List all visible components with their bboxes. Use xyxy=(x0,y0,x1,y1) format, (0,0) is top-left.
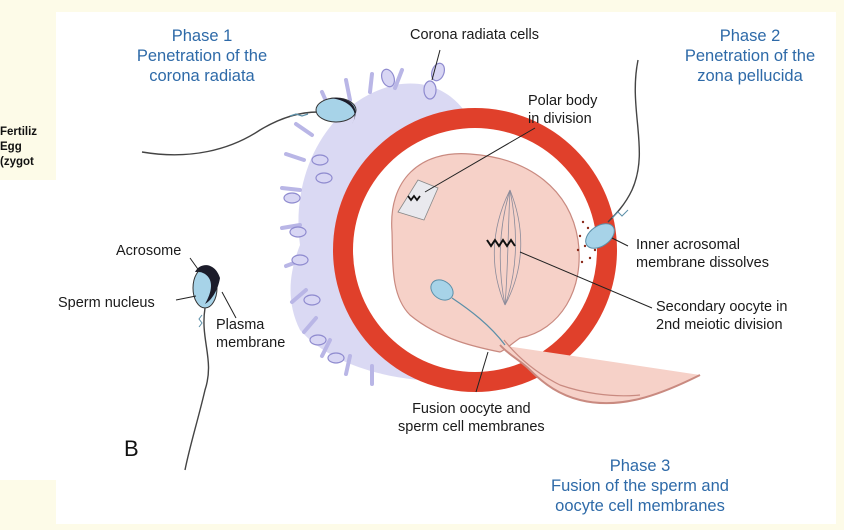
corona-cell xyxy=(303,294,321,306)
cropped-side-text: Fertiliz Egg (zygot xyxy=(0,126,38,168)
zona-dissolve-dots xyxy=(576,220,597,264)
panel-letter: B xyxy=(124,436,139,461)
label-secondary-oocyte: Secondary oocyte in 2nd meiotic division xyxy=(656,299,788,333)
phase3-title: Phase 3 Fusion of the sperm and oocyte c… xyxy=(551,457,729,515)
corona-cell xyxy=(289,226,307,238)
sperm-panel-b xyxy=(184,265,220,471)
label-fusion: Fusion oocyte and sperm cell membranes xyxy=(398,401,545,435)
label-inner-acrosomal: Inner acrosomal membrane dissolves xyxy=(636,237,769,271)
label-sperm-nucleus: Sperm nucleus xyxy=(58,295,155,311)
sperm-phase2 xyxy=(585,59,641,249)
figure-left-strip xyxy=(0,180,58,480)
label-acrosome: Acrosome xyxy=(116,243,182,259)
label-polar-body: Polar body in division xyxy=(528,93,598,127)
phase2-title: Phase 2 Penetration of the zona pellucid… xyxy=(684,27,816,85)
corona-cell xyxy=(423,80,437,100)
fusing-sperm xyxy=(430,279,701,405)
corona-cell xyxy=(291,254,309,266)
label-plasma-membrane: Plasma membrane xyxy=(216,317,286,351)
label-corona-radiata-cells: Corona radiata cells xyxy=(410,27,539,43)
phase1-title: Phase 1 Penetration of the corona radiat… xyxy=(136,27,268,85)
corona-cells xyxy=(283,62,446,364)
oocyte-cytoplasm xyxy=(391,153,580,353)
leader-lines xyxy=(175,49,653,393)
sperm-phase1 xyxy=(141,97,357,156)
corona-cell xyxy=(309,334,327,346)
corona-cell xyxy=(315,172,333,184)
corona-cell xyxy=(380,68,396,88)
corona-cell xyxy=(311,154,329,166)
meiotic-spindle xyxy=(493,189,522,306)
corona-cell xyxy=(327,352,345,364)
chromosomes xyxy=(486,238,516,248)
corona-cell xyxy=(283,192,301,204)
